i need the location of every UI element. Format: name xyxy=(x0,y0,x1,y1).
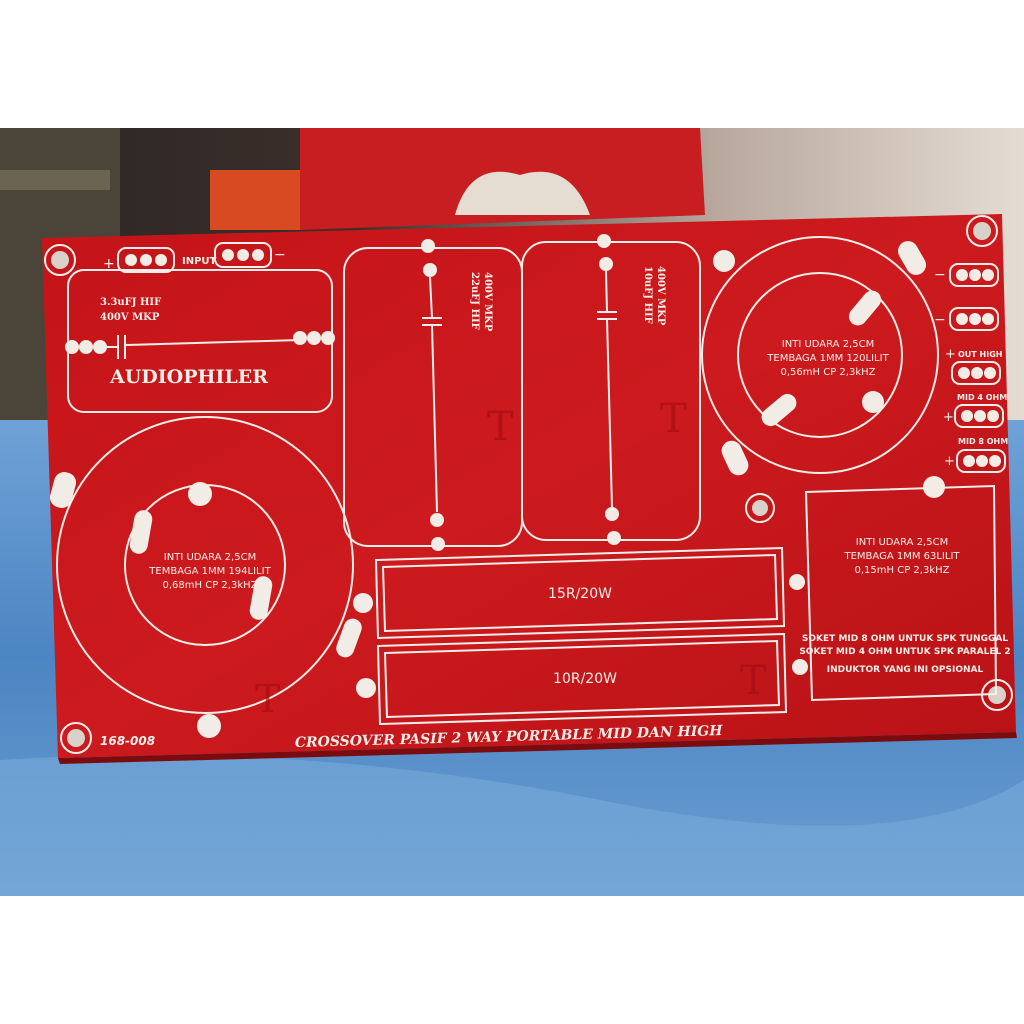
coil-right-box: INTI UDARA 2,5CM TEMBAGA 1MM 63LILIT 0,1… xyxy=(799,476,1011,702)
svg-text:0,68mH CP 2,3kHZ: 0,68mH CP 2,3kHZ xyxy=(163,580,258,591)
resistor2-label: 10R/20W xyxy=(553,671,617,687)
svg-text:+: + xyxy=(945,347,956,362)
cap1-section: 3.3uFJ HIF 400V MKP AUDIOPHILER xyxy=(65,269,335,413)
svg-text:T: T xyxy=(487,404,514,450)
note-line-3: INDUKTOR YANG INI OPSIONAL xyxy=(827,665,984,675)
cap3-section: 10uFJ HIF 400V MKP T xyxy=(521,234,701,545)
svg-text:10uFJ HIF: 10uFJ HIF xyxy=(642,266,653,324)
svg-text:400V MKP: 400V MKP xyxy=(655,266,666,326)
svg-text:T: T xyxy=(740,658,767,704)
svg-text:400V MKP: 400V MKP xyxy=(100,312,160,323)
svg-text:−: − xyxy=(274,247,286,263)
resistor-15r: 15R/20W xyxy=(374,546,805,640)
svg-text:TEMBAGA 1MM 63LILIT: TEMBAGA 1MM 63LILIT xyxy=(843,551,960,562)
svg-text:400V MKP: 400V MKP xyxy=(482,272,493,332)
svg-text:0,56mH CP 2,3kHZ: 0,56mH CP 2,3kHZ xyxy=(781,367,876,378)
out-high-label: OUT HIGH xyxy=(958,350,1002,359)
svg-text:+: + xyxy=(103,256,115,272)
svg-text:T: T xyxy=(660,396,687,442)
part-number: 168-008 xyxy=(100,734,155,748)
note-line-1: SOKET MID 8 OHM UNTUK SPK TUNGGAL xyxy=(802,634,1008,644)
svg-text:INTI UDARA 2,5CM: INTI UDARA 2,5CM xyxy=(782,339,874,350)
brand-logo-text: AUDIOPHILER xyxy=(109,366,268,388)
svg-text:22uFJ HIF: 22uFJ HIF xyxy=(469,272,480,330)
svg-text:INTI UDARA 2,5CM: INTI UDARA 2,5CM xyxy=(164,552,256,563)
resistor1-label: 15R/20W xyxy=(548,586,612,602)
svg-text:TEMBAGA 1MM 194LILIT: TEMBAGA 1MM 194LILIT xyxy=(148,566,271,577)
bottom-border xyxy=(0,896,1024,1024)
svg-text:T: T xyxy=(255,677,280,721)
svg-text:TEMBAGA 1MM 120LILIT: TEMBAGA 1MM 120LILIT xyxy=(766,353,889,364)
svg-text:−: − xyxy=(934,267,946,283)
top-border xyxy=(0,0,1024,128)
pcb-board: + INPUT − 3.3uFJ HIF 400V MKP AUDIOPHILE… xyxy=(42,214,1017,764)
svg-text:+: + xyxy=(944,454,955,469)
coil-right-top: INTI UDARA 2,5CM TEMBAGA 1MM 120LILIT 0,… xyxy=(701,236,939,476)
output-connectors: − − + OUT HIGH MID 4 OHM + MID 8 OHM + xyxy=(934,263,1008,473)
svg-text:−: − xyxy=(934,312,946,328)
input-connector: + INPUT − xyxy=(103,242,286,273)
svg-text:3.3uFJ HIF: 3.3uFJ HIF xyxy=(100,297,161,308)
resistor-10r: 10R/20W T xyxy=(376,632,808,726)
coil-left: INTI UDARA 2,5CM TEMBAGA 1MM 194LILIT 0,… xyxy=(49,416,376,738)
note-line-2: SOKET MID 4 OHM UNTUK SPK PARALEL 2 xyxy=(799,647,1010,657)
svg-text:0,15mH CP 2,3kHZ: 0,15mH CP 2,3kHZ xyxy=(855,565,950,576)
mounting-holes xyxy=(44,215,1013,754)
mid8-label: MID 8 OHM xyxy=(958,437,1008,446)
mid4-label: MID 4 OHM xyxy=(957,393,1007,402)
input-label: INPUT xyxy=(182,256,217,267)
svg-text:INTI UDARA 2,5CM: INTI UDARA 2,5CM xyxy=(856,537,948,548)
svg-text:+: + xyxy=(943,410,954,425)
